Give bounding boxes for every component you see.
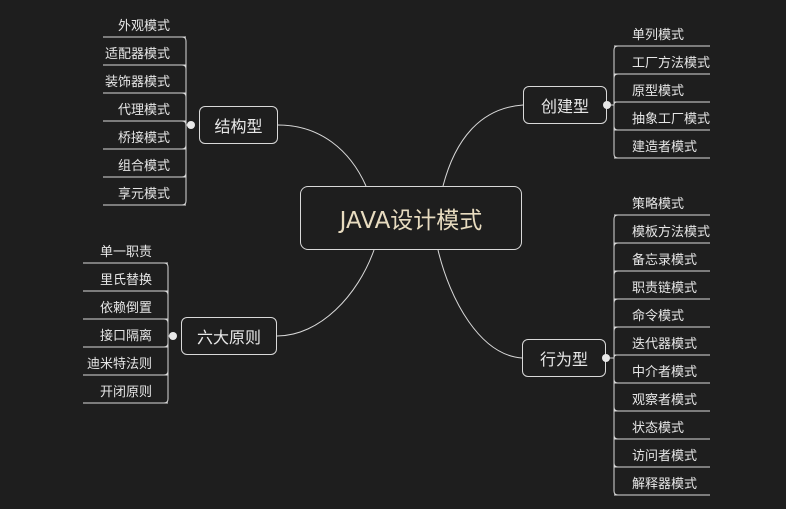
- connector-principles-leaf: [163, 335, 173, 404]
- connector-behavioral-leaf: [606, 357, 619, 384]
- leaf-behavioral-1[interactable]: 模板方法模式: [632, 225, 711, 240]
- connector-structural-leaf: [181, 92, 191, 126]
- leaf-structural-4[interactable]: 桥接模式: [117, 131, 170, 146]
- leaf-behavioral-4[interactable]: 命令模式: [632, 309, 685, 324]
- leaf-behavioral-9[interactable]: 访问者模式: [632, 449, 698, 464]
- connector-structural-leaf: [181, 36, 191, 126]
- connector-behavioral-leaf: [606, 298, 619, 359]
- leaf-behavioral-0[interactable]: 策略模式: [632, 197, 685, 212]
- leaf-principles-5[interactable]: 开闭原则: [99, 385, 152, 400]
- root-node[interactable]: JAVA设计模式: [300, 186, 522, 250]
- connector-root-principles: [276, 249, 375, 337]
- leaf-structural-1[interactable]: 适配器模式: [104, 47, 170, 62]
- collapse-dot-structural[interactable]: [187, 121, 195, 129]
- leaf-structural-2[interactable]: 装饰器模式: [104, 75, 170, 90]
- leaf-principles-2[interactable]: 依赖倒置: [99, 301, 152, 316]
- branch-structural[interactable]: 结构型: [199, 106, 278, 144]
- leaf-creational-0[interactable]: 单列模式: [632, 28, 685, 43]
- branch-behavioral[interactable]: 行为型: [522, 339, 606, 377]
- leaf-principles-1[interactable]: 里氏替换: [99, 273, 152, 288]
- leaf-principles-4[interactable]: 迪米特法则: [86, 357, 152, 372]
- connector-creational-leaf: [607, 104, 619, 159]
- connector-behavioral-leaf: [606, 357, 619, 496]
- connector-structural-leaf: [181, 64, 191, 126]
- connector-behavioral-leaf: [606, 214, 619, 359]
- leaf-structural-6[interactable]: 享元模式: [117, 187, 170, 202]
- leaf-principles-3[interactable]: 接口隔离: [99, 329, 152, 344]
- leaf-structural-0[interactable]: 外观模式: [117, 19, 170, 34]
- leaf-behavioral-10[interactable]: 解释器模式: [632, 477, 698, 492]
- connector-structural-leaf: [181, 124, 191, 206]
- leaf-structural-3[interactable]: 代理模式: [117, 103, 170, 118]
- leaf-structural-5[interactable]: 组合模式: [117, 159, 170, 174]
- leaf-creational-4[interactable]: 建造者模式: [632, 140, 698, 155]
- connector-principles-leaf: [163, 318, 173, 337]
- connector-behavioral-leaf: [606, 357, 619, 468]
- branch-creational[interactable]: 创建型: [523, 86, 607, 124]
- connector-behavioral-leaf: [606, 270, 619, 359]
- collapse-dot-behavioral[interactable]: [602, 354, 610, 362]
- leaf-behavioral-6[interactable]: 中介者模式: [632, 365, 698, 380]
- connector-behavioral-leaf: [606, 242, 619, 359]
- connector-principles-leaf: [163, 262, 173, 337]
- connector-creational-leaf: [607, 45, 619, 106]
- connector-creational-leaf: [607, 104, 619, 131]
- connector-root-creational: [442, 104, 524, 187]
- collapse-dot-creational[interactable]: [603, 101, 611, 109]
- leaf-creational-2[interactable]: 原型模式: [632, 84, 685, 99]
- connector-principles-leaf: [163, 290, 173, 337]
- connector-behavioral-leaf: [606, 357, 619, 440]
- collapse-dot-principles[interactable]: [169, 332, 177, 340]
- branch-principles[interactable]: 六大原则: [181, 317, 277, 355]
- leaf-creational-3[interactable]: 抽象工厂模式: [632, 112, 711, 127]
- leaf-principles-0[interactable]: 单一职责: [99, 245, 152, 260]
- leaf-behavioral-5[interactable]: 迭代器模式: [632, 337, 698, 352]
- leaf-behavioral-8[interactable]: 状态模式: [632, 421, 685, 436]
- leaf-behavioral-7[interactable]: 观察者模式: [632, 393, 698, 408]
- leaf-behavioral-3[interactable]: 职责链模式: [632, 281, 698, 296]
- connector-creational-leaf: [607, 73, 619, 106]
- leaf-behavioral-2[interactable]: 备忘录模式: [632, 253, 698, 268]
- connector-behavioral-leaf: [606, 357, 619, 412]
- leaf-creational-1[interactable]: 工厂方法模式: [632, 56, 711, 71]
- connector-root-behavioral: [437, 249, 523, 359]
- connector-behavioral-leaf: [606, 326, 619, 359]
- connector-root-structural: [277, 124, 367, 187]
